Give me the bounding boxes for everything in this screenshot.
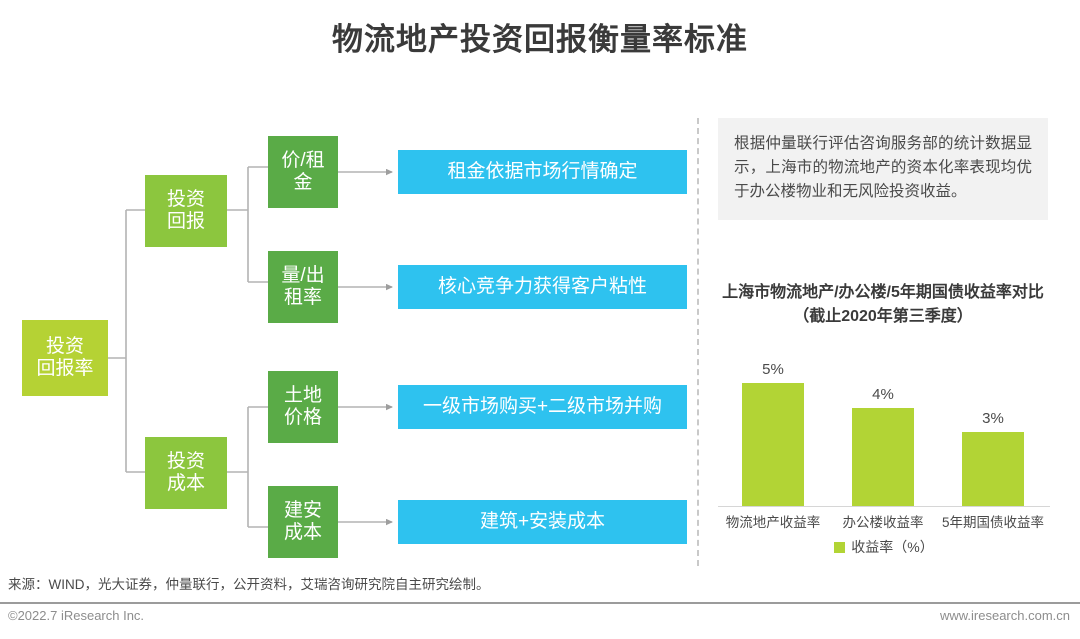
right-panel: 根据仲量联行评估咨询服务部的统计数据显示，上海市的物流地产的资本化率表现均优于办… bbox=[718, 118, 1060, 568]
chart-category-label: 物流地产收益率 bbox=[725, 515, 821, 530]
flow-node-volume-occupancy[interactable]: 量/出 租率 bbox=[268, 251, 338, 323]
flow-node-investment-cost[interactable]: 投资 成本 bbox=[145, 437, 227, 509]
flow-detail-market-purchase[interactable]: 一级市场购买+二级市场并购 bbox=[398, 385, 687, 429]
footer: ©2022.7 iResearch Inc. www.iresearch.com… bbox=[0, 608, 1080, 634]
flow-detail-customer-stickiness[interactable]: 核心竞争力获得客户粘性 bbox=[398, 265, 687, 309]
flow-detail-rent-market-label: 租金依据市场行情确定 bbox=[447, 160, 638, 182]
bar-chart: 5% 4% 3% 物流地产收益率 办公楼收益率 5年期国债收益率 收益率（%） bbox=[718, 351, 1050, 555]
vertical-divider bbox=[697, 118, 699, 566]
chart-title: 上海市物流地产/办公楼/5年期国债收益率对比（截止2020年第三季度） bbox=[722, 284, 1044, 325]
bar-rect[interactable] bbox=[962, 432, 1024, 506]
bar-column[interactable]: 5% bbox=[720, 351, 826, 506]
chart-legend: 收益率（%） bbox=[718, 537, 1050, 557]
insight-note: 根据仲量联行评估咨询服务部的统计数据显示，上海市的物流地产的资本化率表现均优于办… bbox=[718, 118, 1048, 221]
bar-value-label: 3% bbox=[982, 410, 1004, 427]
bar-rect[interactable] bbox=[852, 408, 914, 506]
footer-website[interactable]: www.iresearch.com.cn bbox=[939, 608, 1070, 623]
bar-rect[interactable] bbox=[742, 383, 804, 506]
flow-node-investment-cost-label: 投资 成本 bbox=[166, 450, 205, 494]
legend-swatch-icon bbox=[834, 541, 846, 553]
flow-node-volume-occupancy-label: 量/出 租率 bbox=[281, 264, 325, 308]
footer-divider bbox=[0, 602, 1080, 604]
bar-column[interactable]: 3% bbox=[940, 351, 1046, 506]
flow-node-construction-cost[interactable]: 建安 成本 bbox=[268, 486, 338, 558]
flow-detail-market-purchase-label: 一级市场购买+二级市场并购 bbox=[422, 395, 663, 417]
flow-node-investment-return[interactable]: 投资 回报 bbox=[145, 175, 227, 247]
flow-node-root[interactable]: 投资 回报率 bbox=[22, 320, 108, 396]
legend-label: 收益率（%） bbox=[851, 539, 934, 555]
source-note: 来源：WIND，光大证券，仲量联行，公开资料，艾瑞咨询研究院自主研究绘制。 bbox=[8, 577, 490, 592]
flow-node-price-rent-label: 价/租 金 bbox=[281, 149, 325, 193]
flow-node-construction-cost-label: 建安 成本 bbox=[283, 499, 322, 543]
flowchart: 投资 回报率 投资 回报 价/租 金 租金依据市场行情确定 量/出 租率 核心竞… bbox=[0, 110, 700, 560]
flow-detail-build-install[interactable]: 建筑+安装成本 bbox=[398, 500, 687, 544]
flow-detail-customer-stickiness-label: 核心竞争力获得客户粘性 bbox=[437, 275, 647, 297]
chart-category-label: 5年期国债收益率 bbox=[941, 515, 1044, 530]
flow-node-land-price[interactable]: 土地 价格 bbox=[268, 371, 338, 443]
page-title: 物流地产投资回报衡量率标准 bbox=[332, 22, 748, 57]
chart-plot-area: 5% 4% 3% bbox=[718, 351, 1050, 507]
flow-detail-rent-market[interactable]: 租金依据市场行情确定 bbox=[398, 150, 687, 194]
bar-value-label: 5% bbox=[762, 361, 784, 378]
flow-node-land-price-label: 土地 价格 bbox=[283, 384, 322, 428]
flow-detail-build-install-label: 建筑+安装成本 bbox=[479, 510, 606, 532]
flow-node-root-label: 投资 回报率 bbox=[36, 335, 94, 379]
flow-node-price-rent[interactable]: 价/租 金 bbox=[268, 136, 338, 208]
footer-copyright: ©2022.7 iResearch Inc. bbox=[8, 608, 145, 623]
flow-node-investment-return-label: 投资 回报 bbox=[166, 188, 205, 232]
bar-column[interactable]: 4% bbox=[830, 351, 936, 506]
bar-value-label: 4% bbox=[872, 386, 894, 403]
chart-category-label: 办公楼收益率 bbox=[842, 515, 924, 530]
